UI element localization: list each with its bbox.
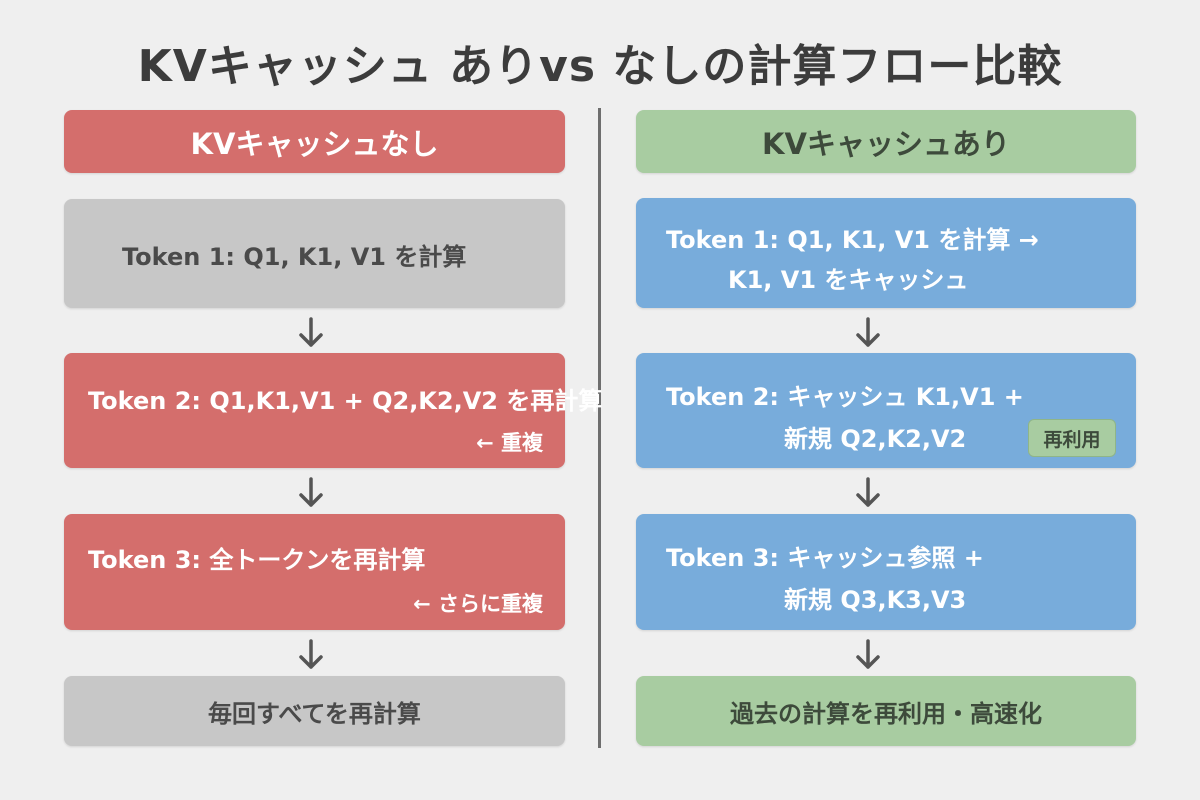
down-arrow-icon (856, 639, 880, 669)
no-cache-step-2: Token 2: Q1,K1,V1 + Q2,K2,V2 を再計算 ← 重複 (64, 353, 602, 468)
with-cache-step-1-line-2: K1, V1 をキャッシュ (728, 266, 969, 294)
with-cache-result: 過去の計算を再利用・高速化 (636, 676, 1136, 746)
with-cache-step-2-line-2: 新規 Q2,K2,V2 (784, 425, 967, 453)
no-cache-step-1-text: Token 1: Q1, K1, V1 を計算 (122, 243, 467, 271)
no-cache-header: KVキャッシュなし (64, 110, 565, 173)
no-cache-result: 毎回すべてを再計算 (64, 676, 565, 746)
reuse-badge: 再利用 (1028, 419, 1116, 457)
no-cache-step-2-text: Token 2: Q1,K1,V1 + Q2,K2,V2 を再計算 (88, 387, 603, 415)
down-arrow-icon (299, 317, 323, 347)
column-divider (598, 108, 601, 748)
no-cache-step-3: Token 3: 全トークンを再計算 ← さらに重複 (64, 514, 565, 630)
down-arrow-icon (856, 317, 880, 347)
with-cache-step-3: Token 3: キャッシュ参照 + 新規 Q3,K3,V3 (636, 514, 1136, 630)
no-cache-step-1: Token 1: Q1, K1, V1 を計算 (64, 199, 565, 308)
with-cache-header: KVキャッシュあり (636, 110, 1136, 173)
more-duplicate-note: ← さらに重複 (413, 592, 543, 616)
page-title: KVキャッシュ ありvs なしの計算フロー比較 (137, 41, 1063, 92)
with-cache-step-3-line-1: Token 3: キャッシュ参照 + (666, 544, 984, 572)
with-cache-step-1: Token 1: Q1, K1, V1 を計算 → K1, V1 をキャッシュ (636, 198, 1136, 308)
with-cache-step-2: Token 2: キャッシュ K1,V1 + 新規 Q2,K2,V2 再利用 (636, 353, 1136, 468)
down-arrow-icon (299, 477, 323, 507)
down-arrow-icon (299, 639, 323, 669)
with-cache-step-2-line-1: Token 2: キャッシュ K1,V1 + (666, 383, 1024, 411)
with-cache-step-3-line-2: 新規 Q3,K3,V3 (784, 586, 967, 614)
with-cache-step-1-line-1: Token 1: Q1, K1, V1 を計算 → (666, 226, 1039, 254)
no-cache-step-3-text: Token 3: 全トークンを再計算 (88, 546, 426, 574)
duplicate-note: ← 重複 (476, 431, 543, 455)
down-arrow-icon (856, 477, 880, 507)
